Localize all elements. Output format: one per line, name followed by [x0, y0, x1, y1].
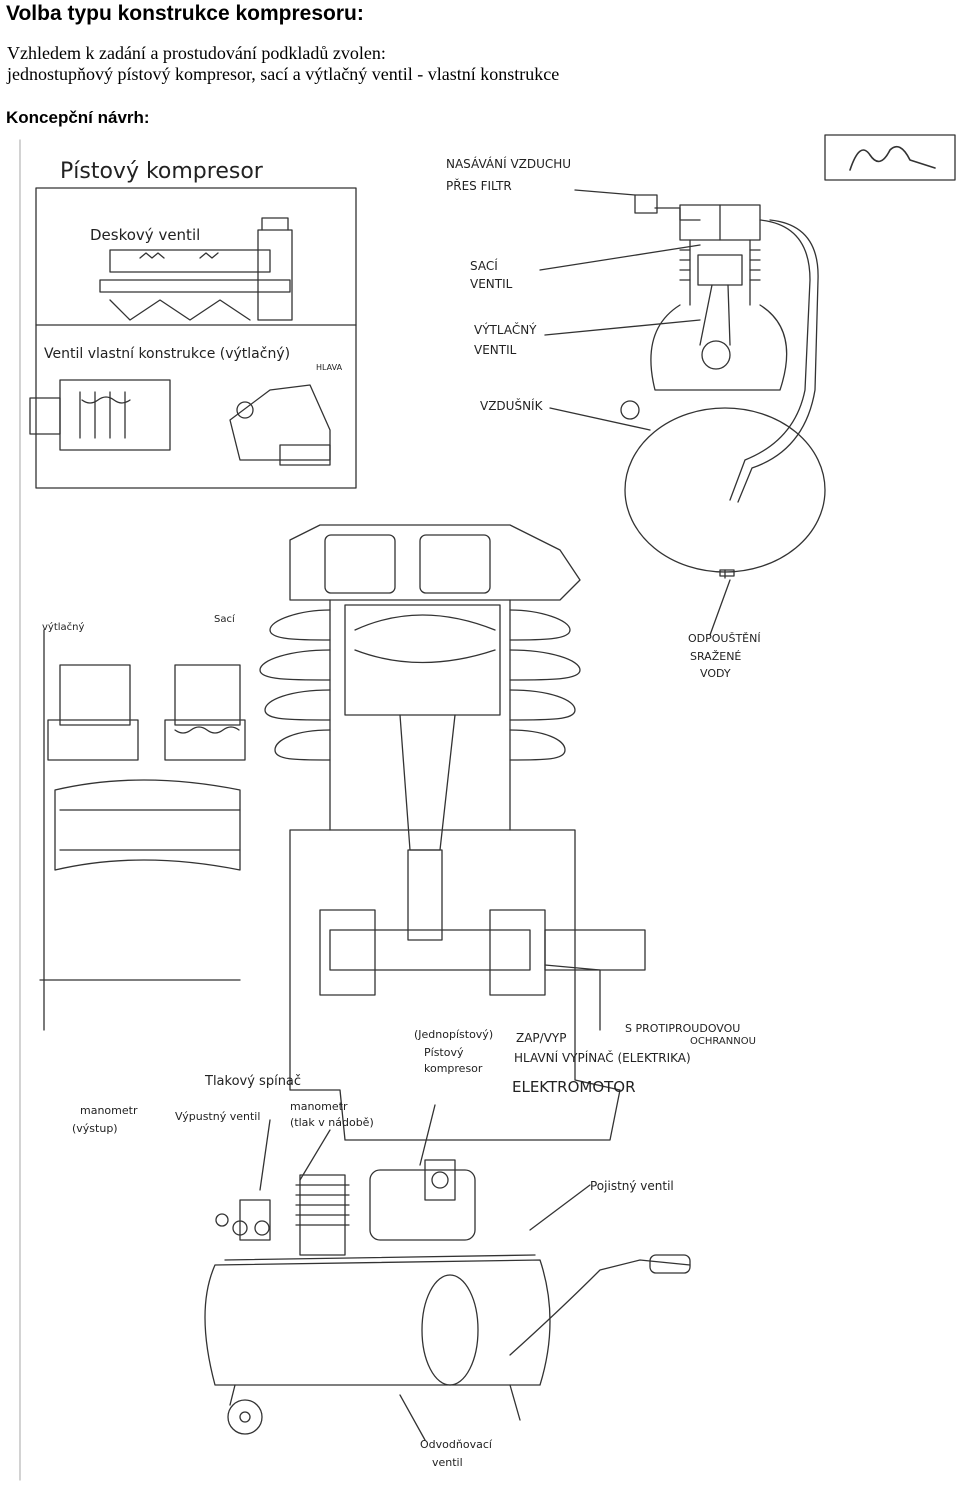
concept-sketch: Pístový kompresor Deskový ventil Ventil …: [19, 134, 956, 1481]
label-vytlacny-2: VENTIL: [474, 343, 517, 357]
label-pojistny: Pojistný ventil: [590, 1179, 674, 1193]
signature: [849, 145, 936, 171]
label-odpousteni-1: ODPOUŠTĚNÍ: [688, 632, 761, 645]
label-s-proti-2: OCHRANNOU: [690, 1036, 756, 1047]
own-valve-drawing: [29, 379, 331, 466]
air-tank: [204, 1259, 551, 1386]
label-odpousteni-3: VODY: [700, 667, 731, 680]
label-odpousteni-2: SRAŽENÉ: [690, 650, 741, 663]
handle: [509, 1259, 691, 1356]
label-hlavni-vypinac: HLAVNÍ VYPÍNAČ (ELEKTRIKA): [514, 1050, 691, 1065]
label-elektromotor: ELEKTROMOTOR: [512, 1078, 636, 1096]
label-nasavani-2: PŘES FILTR: [446, 178, 512, 193]
label-jedno-2: Pístový: [424, 1046, 464, 1059]
signature-box: [824, 134, 956, 181]
intro-line-1: Vzhledem k zadání a prostudování podklad…: [7, 43, 386, 63]
desk-valve-drawing: [99, 217, 293, 321]
label-tlakovy-spinac: Tlakový spínač: [204, 1074, 301, 1089]
compressor-schematic: [620, 194, 826, 579]
label-vypustny: Výpustný ventil: [175, 1110, 260, 1123]
label-odvodnovaci-2: ventil: [432, 1456, 463, 1469]
concept-heading: Koncepční návrh:: [6, 108, 150, 127]
label-saci-1: SACÍ: [470, 258, 498, 273]
intro-text: Vzhledem k zadání a prostudování podklad…: [7, 43, 559, 85]
air-tank-schematic: [624, 407, 826, 573]
page-heading: Volba typu konstrukce kompresoru:: [6, 2, 364, 25]
label-saci-small: Sací: [214, 613, 236, 625]
label-saci-2: VENTIL: [470, 277, 513, 291]
valve-sketch-frame: [35, 187, 357, 489]
label-jedno-1: (Jednopístový): [414, 1028, 493, 1041]
intro-line-2: jednostupňový pístový kompresor, sací a …: [7, 64, 560, 84]
compressor-assembly-drawing: [204, 1159, 691, 1435]
label-manometr-2: (výstup): [72, 1122, 118, 1135]
label-jedno-3: kompresor: [424, 1062, 483, 1075]
label-s-proti-1: S PROTIPROUDOVOU: [625, 1022, 740, 1035]
label-pistovy-kompresor: Pístový kompresor: [60, 159, 264, 184]
label-odvodnovaci-1: Odvodňovací: [420, 1438, 493, 1451]
label-nasavani-1: NASÁVÁNÍ VZDUCHU: [446, 156, 571, 171]
valve-detail-drawing: [39, 629, 246, 1031]
label-hlava: HLAVA: [316, 363, 343, 372]
label-vzdusnik: VZDUŠNÍK: [480, 398, 544, 413]
label-ventil-vlastni: Ventil vlastní konstrukce (výtlačný): [44, 346, 290, 362]
label-manometr-1: manometr: [80, 1104, 138, 1117]
label-manometr2-2: (tlak v nádobě): [290, 1116, 374, 1129]
label-manometr2-1: manometr: [290, 1100, 348, 1113]
compressor-section-drawing: [259, 524, 646, 1141]
label-deskovy-ventil: Deskový ventil: [90, 226, 200, 244]
wheel: [227, 1399, 263, 1435]
label-zap-vyp: ZAP/VYP: [516, 1031, 566, 1045]
label-vytlacny-small: výtlačný: [42, 621, 84, 633]
label-vytlacny-1: VÝTLAČNÝ: [474, 322, 537, 337]
